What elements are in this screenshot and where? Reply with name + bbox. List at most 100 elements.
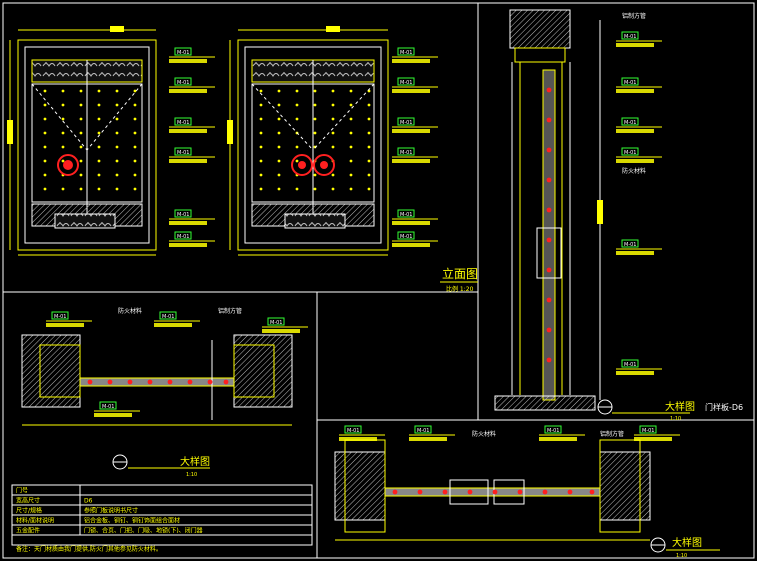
- red-marker: [207, 379, 213, 385]
- elevation-title: 立面图: [442, 266, 478, 281]
- callout-tag: M-01: [616, 239, 662, 255]
- callout-tag-label: M-01: [400, 80, 412, 86]
- red-marker: [546, 237, 552, 243]
- red-marker: [542, 489, 548, 495]
- red-handle-ornament-icon: [57, 154, 79, 176]
- red-marker: [223, 379, 229, 385]
- red-marker: [546, 207, 552, 213]
- callout-tag-label: M-01: [400, 212, 412, 218]
- callout-tag: M-01: [409, 425, 455, 441]
- callout-tag: M-01: [392, 117, 438, 133]
- red-marker: [87, 379, 93, 385]
- plan-left-label-tube: 铝制方管: [218, 307, 242, 315]
- red-marker: [546, 87, 552, 93]
- callout-tag: M-01: [169, 147, 215, 163]
- plan-right-label-fire: 防火材料: [472, 430, 496, 438]
- plan-left-label-fire: 防火材料: [118, 307, 142, 315]
- red-marker: [492, 489, 498, 495]
- section-marker-icon: [650, 537, 666, 553]
- callout-tag: M-01: [616, 77, 662, 93]
- callout-tag: M-01: [262, 317, 308, 333]
- callout-tag: M-01: [634, 425, 680, 441]
- section-marker-icon: [112, 454, 128, 470]
- callout-tag: M-01: [169, 117, 215, 133]
- side-section-red-markers: [546, 87, 552, 363]
- callout-tag: M-01: [169, 231, 215, 247]
- red-marker: [417, 489, 423, 495]
- callout-tag: M-01: [616, 359, 662, 375]
- red-marker: [567, 489, 573, 495]
- callout-tag-label: M-01: [177, 50, 189, 56]
- callout-tag-label: M-01: [547, 428, 559, 434]
- door-elevation-right: [227, 26, 389, 256]
- callout-tag-label: M-01: [624, 150, 636, 156]
- spec-table-note: 备注：天门材质由我门提供,防火门其他参见防火材料。: [16, 545, 162, 553]
- callout-tag-label: M-01: [177, 150, 189, 156]
- callout-tag: M-01: [616, 147, 662, 163]
- side-section-callouts: M-01M-01M-01M-01M-01M-01: [616, 31, 662, 375]
- section-marker-icon: [597, 399, 613, 415]
- callout-tag-label: M-01: [400, 50, 412, 56]
- plan-right-title: 大样图: [672, 536, 702, 549]
- red-marker: [167, 379, 173, 385]
- spec-table-label: 五金配件: [16, 527, 40, 535]
- callout-tag-label: M-01: [624, 34, 636, 40]
- plan-left-title: 大样图: [180, 455, 210, 468]
- callout-tag-label: M-01: [624, 80, 636, 86]
- callout-tag-label: M-01: [400, 234, 412, 240]
- spec-table-value: 铝合金板、铜钉、铜钉饰面组合面材: [84, 517, 180, 525]
- red-marker: [467, 489, 473, 495]
- callout-tag-label: M-01: [347, 428, 359, 434]
- red-marker: [107, 379, 113, 385]
- spec-table-label: 材料/面材说明: [16, 517, 54, 525]
- callout-tag-label: M-01: [177, 120, 189, 126]
- red-marker: [187, 379, 193, 385]
- elevation-scale: 比例 1:20: [446, 285, 474, 293]
- red-marker: [127, 379, 133, 385]
- spec-table-value: D6: [84, 498, 93, 505]
- callout-tag-label: M-01: [642, 428, 654, 434]
- callout-tag-label: M-01: [54, 314, 66, 320]
- red-marker: [546, 177, 552, 183]
- spec-table-label: 宽高尺寸: [16, 497, 40, 505]
- callout-tag: M-01: [154, 311, 200, 327]
- plan-section-right: [334, 439, 651, 541]
- red-marker: [546, 267, 552, 273]
- callout-tag-label: M-01: [177, 234, 189, 240]
- red-marker: [392, 489, 398, 495]
- spec-table-label: 门号: [16, 487, 28, 495]
- callout-tag: M-01: [392, 209, 438, 225]
- callout-tag-label: M-01: [270, 320, 282, 326]
- red-marker: [589, 489, 595, 495]
- callout-tag: M-01: [616, 117, 662, 133]
- callout-tag: M-01: [46, 311, 92, 327]
- callout-tag-label: M-01: [417, 428, 429, 434]
- red-marker: [147, 379, 153, 385]
- side-section-drawing-no: 门样板-D6: [705, 402, 743, 412]
- callout-tag-label: M-01: [400, 120, 412, 126]
- side-section-title: 大样图: [665, 400, 695, 413]
- side-label-top: 铝制方管: [622, 12, 646, 20]
- callout-tag-label: M-01: [624, 242, 636, 248]
- callout-tag: M-01: [169, 209, 215, 225]
- callout-tag-label: M-01: [177, 212, 189, 218]
- red-marker: [442, 489, 448, 495]
- callout-tag: M-01: [169, 77, 215, 93]
- plan-left-scale: 1:10: [186, 472, 197, 478]
- callout-tag-label: M-01: [624, 120, 636, 126]
- red-marker: [546, 147, 552, 153]
- red-marker: [546, 117, 552, 123]
- callout-tag-label: M-01: [624, 362, 636, 368]
- spec-table-label: 尺寸/规格: [16, 507, 42, 515]
- callout-tag: M-01: [94, 401, 140, 417]
- callout-tag-label: M-01: [400, 150, 412, 156]
- red-marker: [546, 327, 552, 333]
- callout-tag-label: M-01: [177, 80, 189, 86]
- callout-tag: M-01: [169, 47, 215, 63]
- door-elevation-left: [7, 26, 157, 256]
- red-marker: [517, 489, 523, 495]
